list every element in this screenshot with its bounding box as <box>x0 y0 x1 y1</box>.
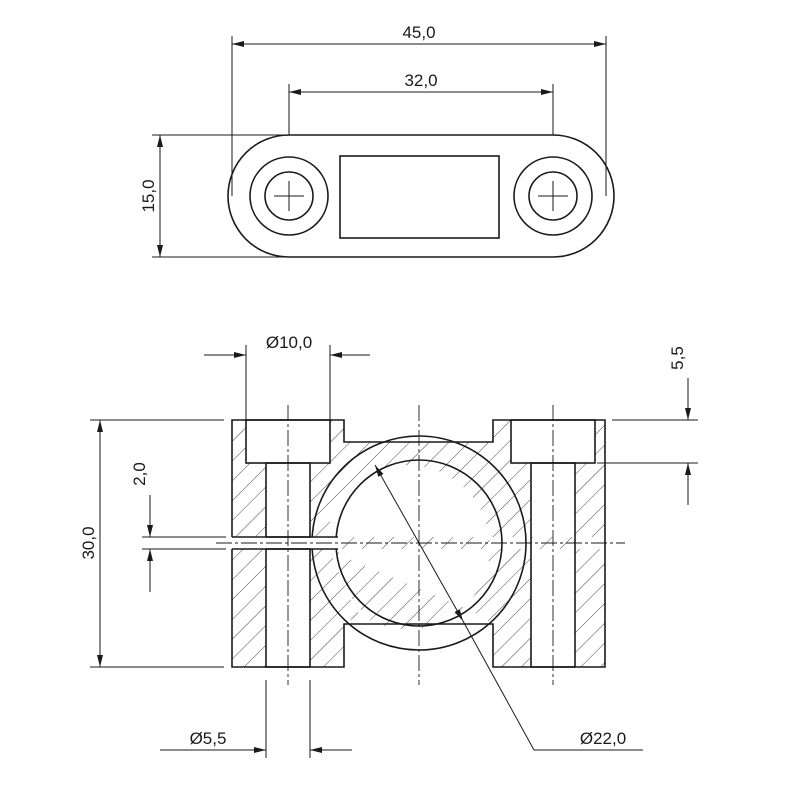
dim-counterbore-depth: 5,5 <box>597 346 698 505</box>
left-hole-circle <box>264 171 314 221</box>
right-hole-circle <box>528 171 578 221</box>
right-counterbore-circle <box>513 156 593 236</box>
section-height-label: 30,0 <box>79 526 98 559</box>
section-outline <box>231 419 606 668</box>
left-counterbore-circle <box>249 156 329 236</box>
dim-bore: Ø22,0 <box>374 464 643 751</box>
counterbore-label: Ø10,0 <box>266 333 312 352</box>
top-view: 45,0 32,0 15,0 <box>139 23 615 258</box>
slot-gap <box>230 537 338 549</box>
overall-width-label: 45,0 <box>402 23 435 42</box>
dim-overall-width: 45,0 <box>231 23 607 196</box>
top-height-label: 15,0 <box>139 179 158 212</box>
top-view-outline <box>227 134 615 258</box>
section-hatch-fill <box>232 420 605 667</box>
section-view: Ø10,0 5,5 30,0 2,0 <box>79 333 698 758</box>
center-window <box>339 155 500 239</box>
hole-spacing-label: 32,0 <box>404 71 437 90</box>
dim-slot-gap: 2,0 <box>130 462 226 592</box>
dim-screw-hole: Ø5,5 <box>160 680 352 758</box>
slot-gap-label: 2,0 <box>130 462 149 486</box>
bore-label: Ø22,0 <box>580 729 626 748</box>
counterbore-depth-label: 5,5 <box>668 346 687 370</box>
screw-hole-label: Ø5,5 <box>190 729 227 748</box>
dim-top-height: 15,0 <box>139 134 289 258</box>
dim-section-height: 30,0 <box>79 419 224 668</box>
dim-counterbore: Ø10,0 <box>204 333 370 420</box>
dim-hole-spacing: 32,0 <box>288 71 554 135</box>
